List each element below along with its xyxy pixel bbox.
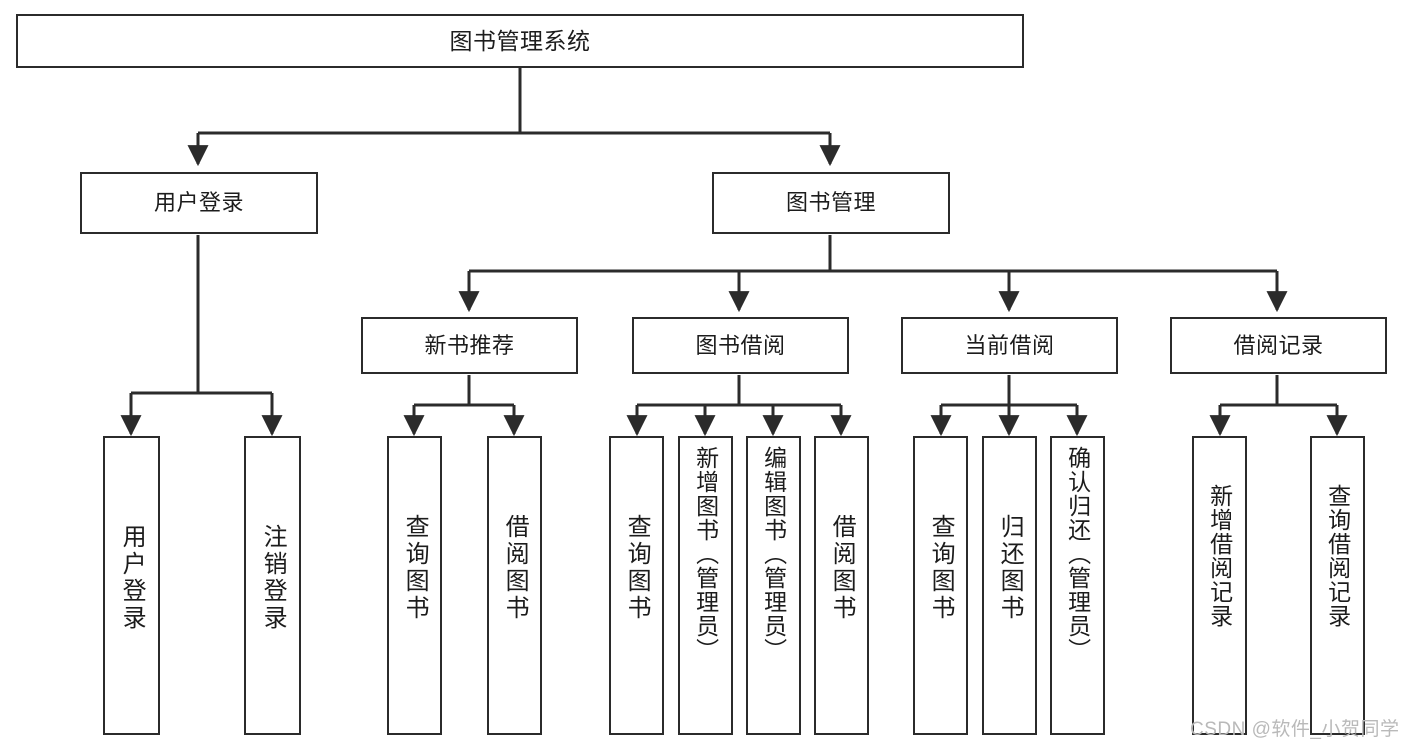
node-label: 当前借阅 bbox=[964, 332, 1055, 358]
node-book-management[interactable]: 图书管理 bbox=[712, 172, 950, 234]
leaf-user-login[interactable]: 用户登录 bbox=[103, 436, 160, 735]
node-root-library-system[interactable]: 图书管理系统 bbox=[16, 14, 1024, 68]
node-label: 用户登录 bbox=[118, 524, 146, 632]
node-label: 借阅记录 bbox=[1233, 332, 1324, 358]
node-book-borrow[interactable]: 图书借阅 bbox=[632, 317, 849, 374]
node-label: 图书管理系统 bbox=[449, 27, 591, 54]
leaf-add-book-admin[interactable]: 新增图书（管理员） bbox=[678, 436, 733, 735]
leaf-logout[interactable]: 注销登录 bbox=[244, 436, 301, 735]
node-borrow-record[interactable]: 借阅记录 bbox=[1170, 317, 1387, 374]
node-label: 查询图书 bbox=[401, 514, 429, 622]
node-user-login[interactable]: 用户登录 bbox=[80, 172, 318, 234]
node-label: 注销登录 bbox=[259, 524, 287, 632]
node-label: 查询图书 bbox=[623, 514, 651, 622]
node-label: 新书推荐 bbox=[424, 332, 515, 358]
node-label: 编辑图书（管理员） bbox=[760, 446, 787, 662]
leaf-add-borrow-record[interactable]: 新增借阅记录 bbox=[1192, 436, 1247, 735]
node-label: 借阅图书 bbox=[828, 514, 856, 622]
leaf-return-book[interactable]: 归还图书 bbox=[982, 436, 1037, 735]
leaf-confirm-return-admin[interactable]: 确认归还（管理员） bbox=[1050, 436, 1105, 735]
leaf-query-book-current[interactable]: 查询图书 bbox=[913, 436, 968, 735]
node-label: 新增图书（管理员） bbox=[692, 446, 719, 662]
leaf-borrow-book-recommend[interactable]: 借阅图书 bbox=[487, 436, 542, 735]
node-current-borrow[interactable]: 当前借阅 bbox=[901, 317, 1118, 374]
node-label: 确认归还（管理员） bbox=[1064, 446, 1091, 662]
leaf-edit-book-admin[interactable]: 编辑图书（管理员） bbox=[746, 436, 801, 735]
node-label: 用户登录 bbox=[153, 190, 244, 216]
watermark-text: CSDN @软件_小贺同学 bbox=[1190, 719, 1400, 740]
node-label: 图书管理 bbox=[785, 190, 876, 216]
node-label: 查询借阅记录 bbox=[1324, 484, 1351, 628]
leaf-query-book-borrow[interactable]: 查询图书 bbox=[609, 436, 664, 735]
node-label: 查询图书 bbox=[927, 514, 955, 622]
node-new-book-recommend[interactable]: 新书推荐 bbox=[361, 317, 578, 374]
leaf-query-borrow-record[interactable]: 查询借阅记录 bbox=[1310, 436, 1365, 735]
leaf-query-book-recommend[interactable]: 查询图书 bbox=[387, 436, 442, 735]
node-label: 新增借阅记录 bbox=[1206, 484, 1233, 628]
node-label: 借阅图书 bbox=[501, 514, 529, 622]
node-label: 归还图书 bbox=[996, 514, 1024, 622]
node-label: 图书借阅 bbox=[695, 332, 786, 358]
leaf-borrow-book[interactable]: 借阅图书 bbox=[814, 436, 869, 735]
